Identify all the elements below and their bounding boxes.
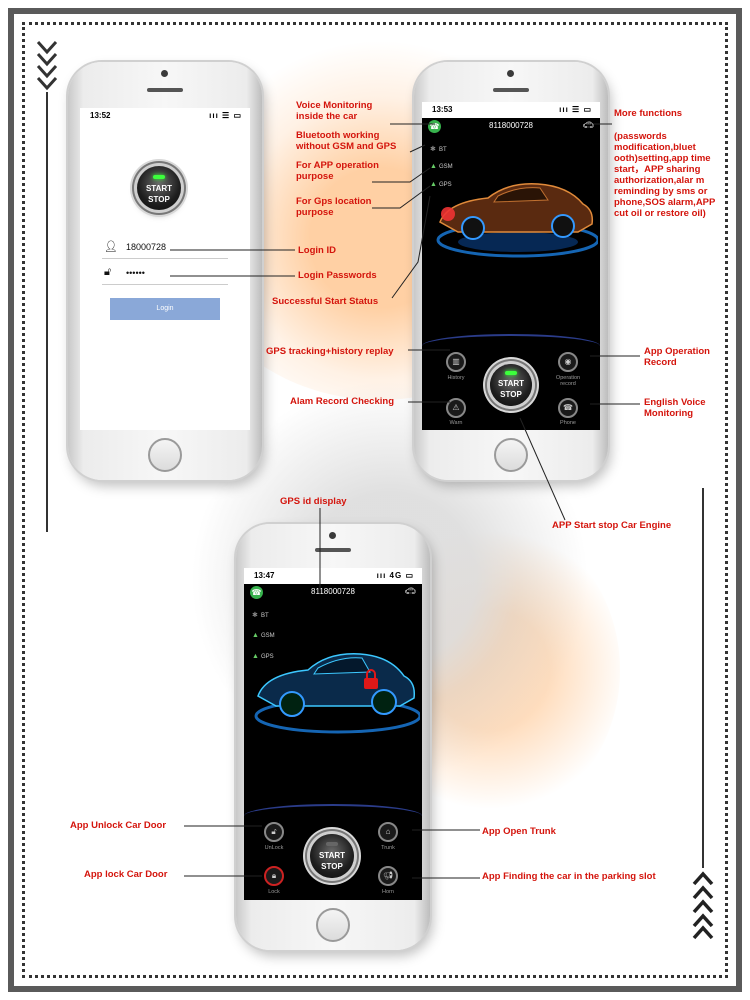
annotation-login-id: Login ID (298, 245, 336, 256)
gsm-status: ▲GSM (430, 163, 453, 170)
annotation-unlock-door: App Unlock Car Door (70, 820, 167, 831)
annotation-lock-door: App lock Car Door (84, 869, 168, 880)
home-button[interactable] (316, 908, 350, 942)
trunk-label: Trunk (381, 845, 395, 851)
phone-control: 13:53 ııı ☰ ▭ ☎ 8118000728 🚗︎ ✱BT ▲GSM ▲… (414, 62, 608, 480)
login-screen: 13:52 ııı ☰ ▭ START STOP 👤︎ 18000728 🔓︎ … (80, 108, 250, 430)
unlock-label: UnLock (264, 845, 284, 851)
start-stop-button[interactable]: START STOP (490, 364, 532, 406)
operation-record-button[interactable]: ◉ (558, 352, 578, 372)
status-led (153, 175, 165, 179)
lock-label: Lock (268, 889, 280, 895)
chevron-down-icon (36, 40, 58, 91)
annotation-gps-location: For Gps location purpose (296, 196, 372, 218)
phone-login: 13:52 ııı ☰ ▭ START STOP 👤︎ 18000728 🔓︎ … (68, 62, 262, 480)
chevron-up-icon (692, 871, 714, 940)
home-button[interactable] (148, 438, 182, 472)
front-camera (161, 70, 168, 77)
annotation-finding-car: App Finding the car in the parking slot (482, 871, 656, 882)
status-time: 13:47 (254, 571, 275, 580)
outer-frame (8, 8, 742, 992)
password-field[interactable]: 🔓︎ •••••• (102, 264, 228, 285)
front-camera (507, 70, 514, 77)
gps-status: ▲GPS (430, 181, 452, 188)
history-label: History (447, 375, 465, 381)
gps-id: 8118000728 (489, 121, 533, 130)
annotation-gps-id: GPS id display (280, 496, 347, 507)
status-icons: ııı ☰ ▭ (559, 105, 592, 114)
user-id-field[interactable]: 👤︎ 18000728 (102, 238, 228, 259)
status-time: 13:52 (90, 111, 111, 120)
gps-id: 8118000728 (311, 587, 355, 596)
annotation-open-trunk: App Open Trunk (482, 826, 556, 837)
horn-button[interactable]: 📢︎ (378, 866, 398, 886)
annotation-english-voice: English Voice Monitoring (644, 397, 706, 419)
decorative-line (46, 92, 48, 532)
voice-monitor-icon[interactable]: ☎ (428, 120, 441, 133)
top-bar: ☎ 8118000728 🚗︎ (244, 584, 422, 602)
home-button[interactable] (494, 438, 528, 472)
start-label: START (145, 184, 173, 193)
warn-label: Warn (449, 420, 463, 426)
trunk-button[interactable]: ⌂ (378, 822, 398, 842)
car-image (436, 183, 598, 258)
voice-monitor-icon[interactable]: ☎ (250, 586, 263, 599)
user-icon: 👤︎ (104, 241, 118, 253)
annotation-app-operation-record: App Operation Record (644, 346, 710, 368)
status-icons: ııı ☰ ▭ (209, 111, 242, 120)
annotation-login-passwords: Login Passwords (298, 270, 377, 281)
annotation-bluetooth: Bluetooth working without GSM and GPS (296, 130, 397, 152)
annotation-more-functions: More functions (614, 108, 683, 119)
history-button[interactable]: ▥ (446, 352, 466, 372)
annotation-alarm-record: Alam Record Checking (290, 396, 394, 407)
earpiece-speaker (147, 88, 183, 92)
more-functions-icon[interactable]: 🚗︎ (404, 586, 416, 596)
start-stop-button[interactable]: START STOP (137, 166, 181, 210)
status-icons: ııı 4G ▭ (376, 571, 414, 580)
earpiece-speaker (493, 88, 529, 92)
status-bar: 13:52 ııı ☰ ▭ (80, 108, 250, 124)
horn-label: Horn (382, 889, 394, 895)
bt-status: ✱BT (430, 146, 447, 153)
front-camera (329, 532, 336, 539)
warn-button[interactable]: ⚠︎ (446, 398, 466, 418)
annotation-app-operation: For APP operation purpose (296, 160, 379, 182)
start-stop-button[interactable]: START STOP (310, 834, 354, 878)
operation-record-label: Operation record (555, 375, 581, 387)
status-led (505, 371, 517, 375)
top-bar: ☎ 8118000728 🚗︎ (422, 118, 600, 136)
phone-lock-control: 13:47 ııı 4G ▭ ☎ 8118000728 🚗︎ ✱BT ▲GSM … (236, 524, 430, 950)
control-screen: 13:53 ııı ☰ ▭ ☎ 8118000728 🚗︎ ✱BT ▲GSM ▲… (422, 102, 600, 430)
status-time: 13:53 (432, 105, 453, 114)
password-value: •••••• (126, 268, 145, 278)
stop-label: STOP (148, 195, 170, 204)
gsm-status: ▲GSM (252, 632, 275, 639)
bt-status: ✱BT (252, 612, 269, 619)
lock-button[interactable]: 🔒︎ (264, 866, 284, 886)
dotted-border (22, 22, 728, 978)
annotation-app-start-stop: APP Start stop Car Engine (552, 520, 672, 531)
status-bar: 13:53 ııı ☰ ▭ (422, 102, 600, 118)
lock-icon: 🔓︎ (104, 266, 112, 278)
dashboard-arc (422, 334, 600, 346)
phone-label: Phone (560, 420, 576, 426)
unlock-button[interactable]: 🔓︎ (264, 822, 284, 842)
earpiece-speaker (315, 548, 351, 552)
user-id-value: 18000728 (126, 242, 167, 252)
dashboard-arc (244, 804, 422, 816)
annotation-successful-start: Successful Start Status (272, 296, 379, 307)
status-led (326, 842, 338, 846)
status-bar: 13:47 ııı 4G ▭ (244, 568, 422, 584)
more-functions-icon[interactable]: 🚗︎ (582, 120, 594, 130)
decorative-line (702, 488, 704, 868)
login-button[interactable]: Login (110, 298, 220, 320)
gps-status: ▲GPS (252, 653, 274, 660)
annotation-voice-monitoring: Voice Monitoring inside the car (296, 100, 373, 122)
annotation-more-functions-detail: (passwords modification,bluet ooth)setti… (614, 131, 716, 219)
phone-button[interactable]: ☎ (558, 398, 578, 418)
lock-control-screen: 13:47 ııı 4G ▭ ☎ 8118000728 🚗︎ ✱BT ▲GSM … (244, 568, 422, 900)
annotation-gps-tracking: GPS tracking+history replay (266, 346, 394, 357)
car-image (254, 653, 420, 734)
